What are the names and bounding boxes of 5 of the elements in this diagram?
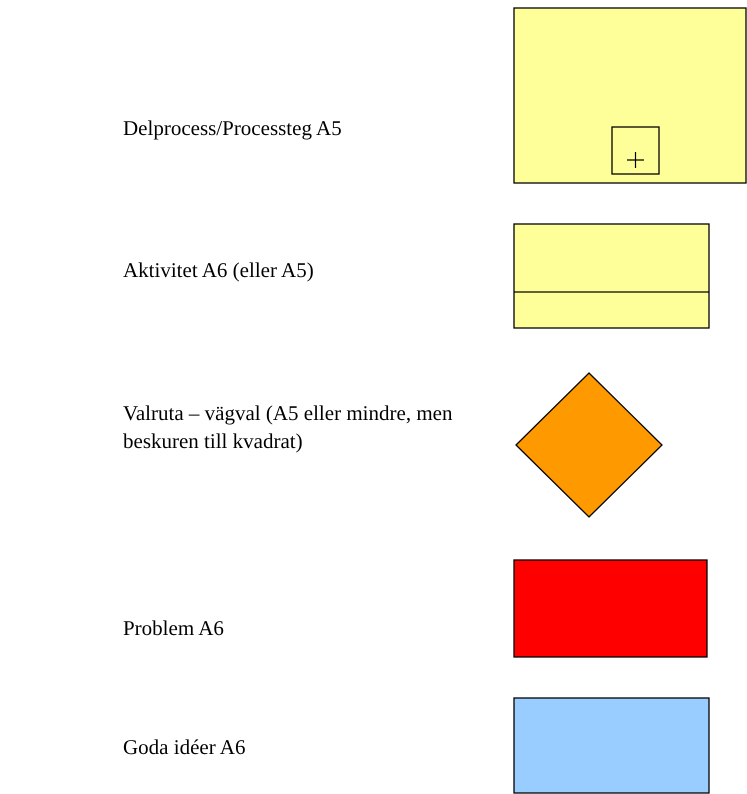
legend-text: Valruta – vägval (A5 eller mindre, men beskuren till kvadrat)	[123, 400, 454, 455]
legend-text: Aktivitet A6 (eller A5)	[123, 257, 315, 284]
legend-text: Problem A6	[123, 615, 225, 642]
legend-text: Delprocess/Processteg A5	[123, 115, 343, 142]
legend-text: Goda idéer A6	[123, 734, 246, 761]
